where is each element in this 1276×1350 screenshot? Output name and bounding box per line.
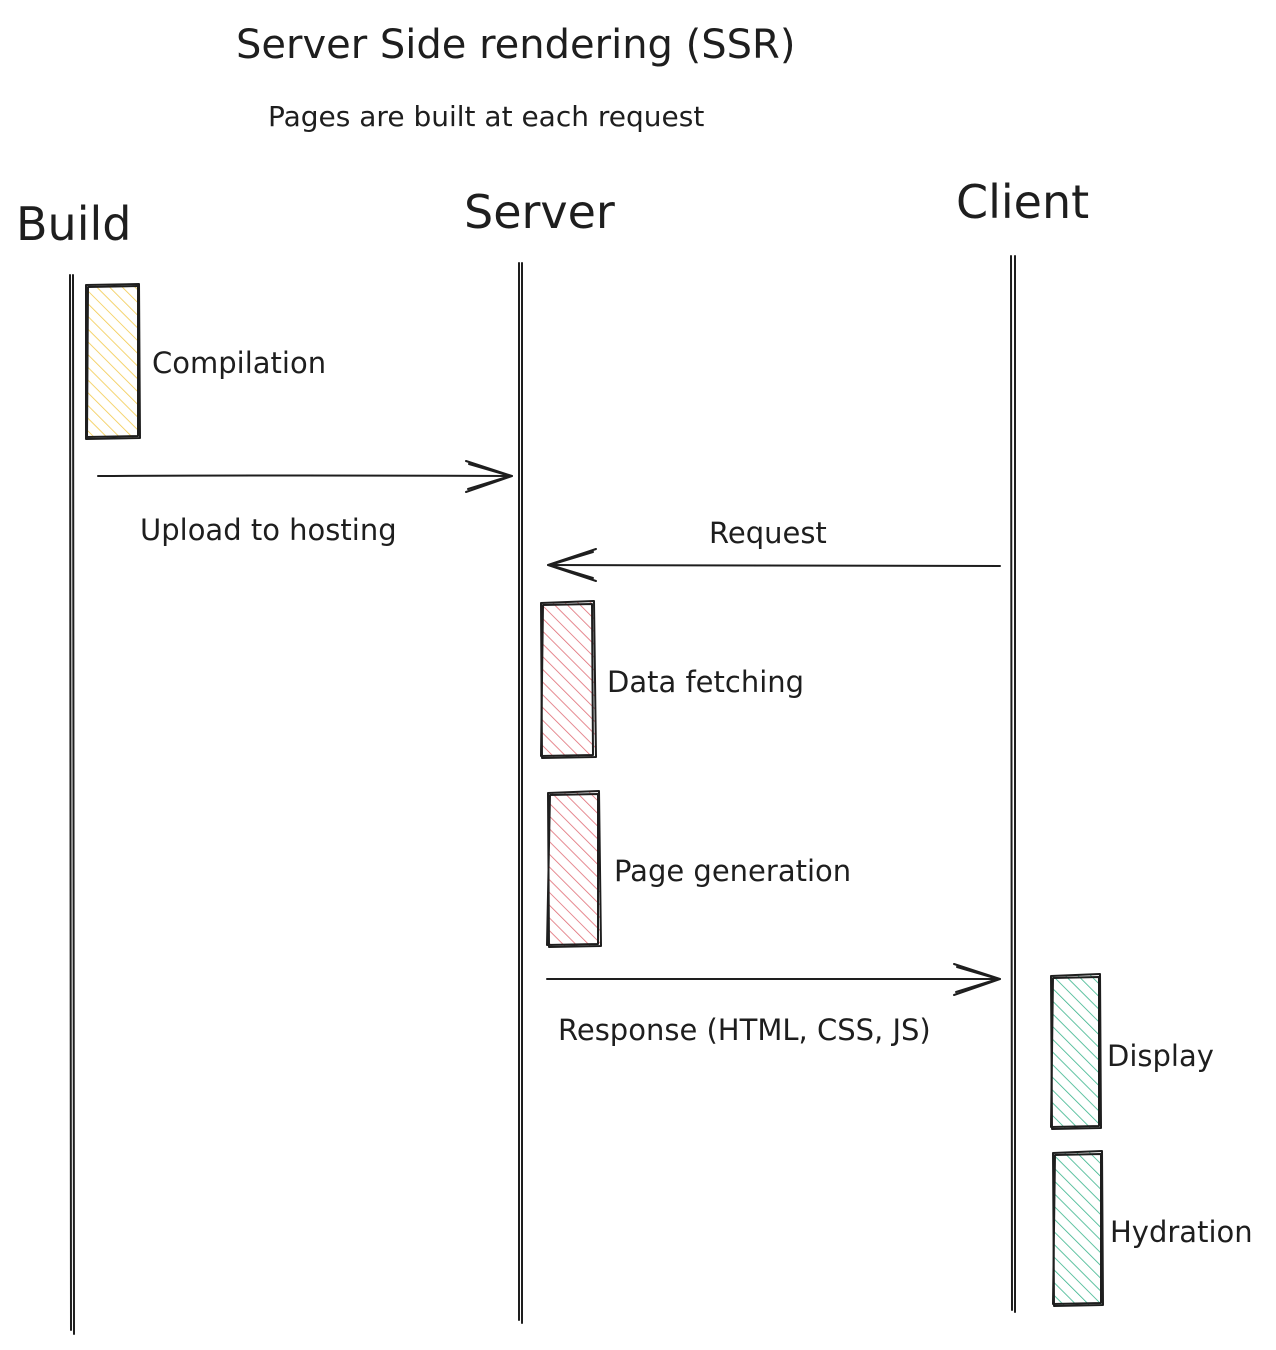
step-box-compilation (85, 283, 141, 440)
message-label-response: Response (HTML, CSS, JS) (558, 1013, 931, 1047)
lifeline-build (69, 274, 75, 1335)
step-box-hydration (1052, 1150, 1104, 1307)
arrow-upload-to-hosting (97, 460, 513, 493)
step-box-page-generation (546, 790, 602, 948)
lifeline-client (1010, 255, 1016, 1313)
step-label-hydration: Hydration (1110, 1215, 1253, 1249)
diagram-title: Server Side rendering (SSR) (236, 22, 795, 68)
lane-label-server: Server (464, 185, 615, 239)
lane-label-build: Build (16, 197, 131, 251)
step-box-display (1050, 973, 1102, 1130)
diagram-subtitle: Pages are built at each request (268, 100, 704, 133)
step-label-compilation: Compilation (152, 346, 326, 380)
step-box-data-fetching (540, 600, 597, 759)
message-label-upload: Upload to hosting (140, 513, 397, 547)
step-label-data-fetching: Data fetching (607, 665, 804, 699)
step-label-page-generation: Page generation (614, 854, 851, 888)
arrow-response (546, 963, 1001, 996)
lifeline-server (518, 262, 523, 1324)
lane-label-client: Client (956, 175, 1089, 229)
message-label-request: Request (709, 516, 827, 550)
arrow-request (547, 548, 1001, 582)
step-label-display: Display (1107, 1039, 1214, 1073)
